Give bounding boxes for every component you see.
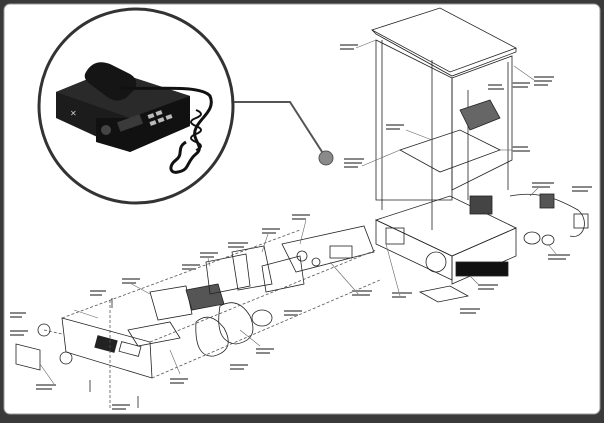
inner-bracket [459,99,501,131]
bezel-display [94,335,118,353]
side-terminal [573,213,589,229]
inset-leader-line [230,101,327,159]
radio-buttons [147,110,173,126]
radio-photo-inset: ✕ [37,7,235,205]
enclosure-assembly [370,7,589,303]
bottom-plate [418,285,470,303]
side-nut [541,234,555,246]
base-speaker-port [425,251,447,273]
side-cable [509,193,585,237]
side-connector [539,193,555,209]
chassis-frame-mid [231,245,273,291]
assembly-guide-lines [43,229,381,408]
cord-coils [190,109,202,151]
radio-logo-mark: ✕ [70,109,77,118]
bezel-keypad [118,341,142,357]
radio-display [117,114,143,132]
volume-knob [37,323,51,337]
microphone-icon [84,62,137,101]
front-assembly [15,225,381,408]
rear-gasket [218,302,254,345]
base-box-side [451,227,517,285]
callout-dot [318,150,334,166]
base-vent-grille [455,261,509,277]
top-lid-edge [371,29,517,77]
channel-knob [59,351,73,365]
front-gasket [195,316,229,357]
radio-front-panel [96,96,190,152]
keypad-strip [127,321,181,347]
cover-side-face [451,55,513,191]
coiled-cord [119,86,213,174]
chassis-frame-right [261,255,305,293]
main-pcb-board [149,285,193,321]
rear-plate [329,245,353,259]
base-connector [385,227,405,245]
side-fitting [523,231,541,245]
rear-fitting [296,250,308,262]
radio-knob [101,125,111,135]
cover-front-face [375,39,453,201]
rear-nut [311,257,321,267]
face-plate [15,343,41,371]
rear-channel [281,225,375,273]
seal-ring [251,309,273,327]
relay-module [469,195,493,215]
callout-label-blocks [10,44,592,410]
